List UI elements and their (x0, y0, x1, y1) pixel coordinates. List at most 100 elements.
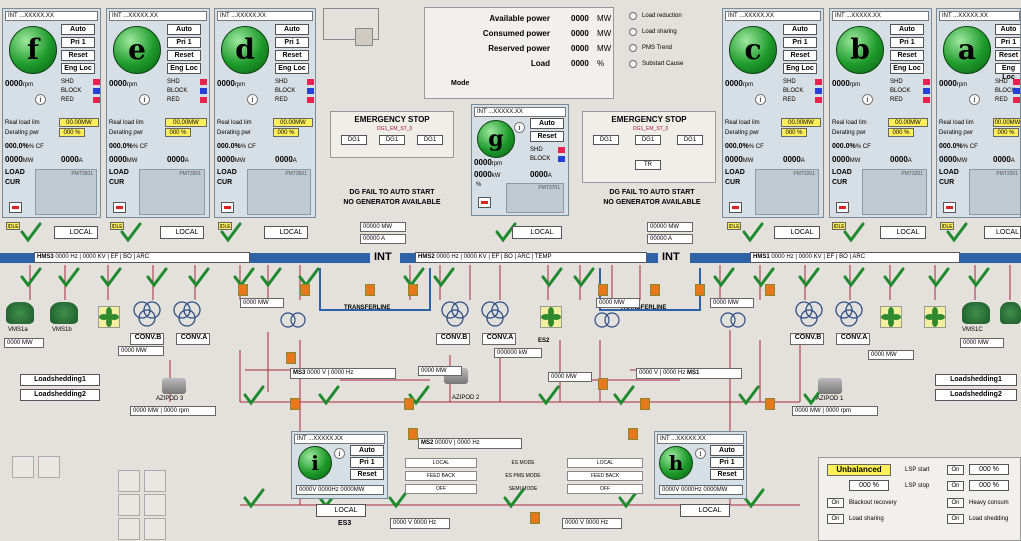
alarm-marker[interactable] (598, 378, 608, 390)
conv-a-right[interactable]: CONV.A (836, 333, 870, 345)
alarm-marker[interactable] (408, 428, 418, 440)
mode-feedback-left[interactable]: FEED BACK (405, 471, 477, 481)
generator-h-icon[interactable]: h (659, 446, 693, 480)
auto-button[interactable]: Auto (530, 118, 564, 129)
alarm-marker[interactable] (640, 398, 650, 410)
info-icon[interactable]: i (139, 94, 150, 105)
alarm-marker[interactable] (650, 284, 660, 296)
emergency-stop-dg-button[interactable]: DG1 (593, 135, 619, 145)
local-button-c[interactable]: LOCAL (774, 226, 820, 239)
fan-icon[interactable] (540, 306, 562, 328)
radio-load-sharing[interactable] (629, 28, 637, 36)
azipod-1-icon[interactable] (818, 378, 842, 394)
alarm-marker[interactable] (765, 398, 775, 410)
motor-vms1a-icon[interactable] (6, 302, 34, 324)
eng-loc-button[interactable]: Eng Loc (995, 63, 1020, 81)
eng-loc-button[interactable]: Eng Loc (890, 63, 924, 74)
trend-thumbnail[interactable]: PMT3201 (969, 169, 1020, 215)
alarm-marker[interactable] (408, 284, 418, 296)
generator-b-icon[interactable]: b (836, 26, 884, 74)
eng-loc-button[interactable]: Eng Loc (61, 63, 95, 74)
lsp-start-on-button[interactable]: On (947, 465, 964, 475)
radio-load-reduction[interactable] (629, 12, 637, 20)
auto-button[interactable]: Auto (275, 24, 309, 35)
breaker-icon[interactable] (729, 202, 742, 213)
info-icon[interactable]: i (514, 122, 525, 133)
conv-b-right[interactable]: CONV.B (790, 333, 824, 345)
blackout-on-button[interactable]: On (827, 498, 844, 508)
info-icon[interactable]: i (969, 94, 980, 105)
alarm-marker[interactable] (238, 284, 248, 296)
local-button-h[interactable]: LOCAL (680, 504, 730, 517)
mode-feedback-right[interactable]: FEED BACK (567, 471, 643, 481)
trend-thumbnail[interactable]: PMT3501 (139, 169, 205, 215)
breaker-icon[interactable] (478, 197, 491, 208)
fan-icon[interactable] (98, 306, 120, 328)
load-shedding-on-button[interactable]: On (947, 514, 964, 524)
info-icon[interactable]: i (755, 94, 766, 105)
alarm-marker[interactable] (300, 284, 310, 296)
reset-button[interactable]: Reset (167, 50, 201, 61)
reset-button[interactable]: Reset (783, 50, 817, 61)
breaker-icon[interactable] (221, 202, 234, 213)
mode-off-left[interactable]: OFF (405, 484, 477, 494)
emergency-stop-dg-button[interactable]: DG1 (379, 135, 405, 145)
motor-vms1c-icon[interactable] (962, 302, 990, 324)
info-icon[interactable]: i (334, 448, 345, 459)
generator-a-icon[interactable]: a (943, 26, 991, 74)
alarm-marker[interactable] (765, 284, 775, 296)
priority-button[interactable]: Pri 1 (890, 37, 924, 48)
lsp-stop-on-button[interactable]: On (947, 481, 964, 491)
alarm-marker[interactable] (530, 512, 540, 524)
priority-button[interactable]: Pri 1 (167, 37, 201, 48)
conv-b-mid[interactable]: CONV.B (436, 333, 470, 345)
reset-button[interactable]: Reset (710, 469, 744, 480)
emergency-stop-dg-button[interactable]: DG1 (341, 135, 367, 145)
priority-button[interactable]: Pri 1 (350, 457, 384, 468)
generator-e-icon[interactable]: e (113, 26, 161, 74)
azipod-3-icon[interactable] (162, 378, 186, 394)
generator-i-icon[interactable]: i (298, 446, 332, 480)
trend-thumbnail[interactable]: PMT3201 (755, 169, 819, 215)
info-icon[interactable]: i (247, 94, 258, 105)
local-button-g[interactable]: LOCAL (512, 226, 562, 239)
loadshedding2-left-button[interactable]: Loadshedding2 (20, 389, 100, 401)
local-button-a[interactable]: LOCAL (984, 226, 1021, 239)
auto-button[interactable]: Auto (710, 445, 744, 456)
priority-button[interactable]: Pri 1 (995, 37, 1020, 48)
alarm-marker[interactable] (286, 352, 296, 364)
alarm-marker[interactable] (598, 284, 608, 296)
auto-button[interactable]: Auto (61, 24, 95, 35)
radio-substart-cause[interactable] (629, 60, 637, 68)
breaker-icon[interactable] (9, 202, 22, 213)
fan-icon[interactable] (924, 306, 946, 328)
eng-loc-button[interactable]: Eng Loc (167, 63, 201, 74)
reset-button[interactable]: Reset (890, 50, 924, 61)
info-icon[interactable]: i (35, 94, 46, 105)
priority-button[interactable]: Pri 1 (710, 457, 744, 468)
unbalanced-percent[interactable]: 000 % (849, 480, 889, 491)
mode-local-left[interactable]: LOCAL (405, 458, 477, 468)
reset-button[interactable]: Reset (275, 50, 309, 61)
local-button-i[interactable]: LOCAL (316, 504, 366, 517)
radio-pms-trend[interactable] (629, 44, 637, 52)
generator-c-icon[interactable]: c (729, 26, 777, 74)
conv-b-left[interactable]: CONV.B (130, 333, 164, 345)
mode-off-right[interactable]: OFF (567, 484, 643, 494)
emergency-stop-dg-button[interactable]: DG1 (677, 135, 703, 145)
lsp-start-percent[interactable]: 000 % (969, 464, 1009, 475)
trend-thumbnail[interactable]: PMT3501 (35, 169, 97, 215)
lsp-stop-percent[interactable]: 000 % (969, 480, 1009, 491)
breaker-icon[interactable] (113, 202, 126, 213)
priority-button[interactable]: Pri 1 (275, 37, 309, 48)
alarm-marker[interactable] (365, 284, 375, 296)
alarm-marker[interactable] (290, 398, 300, 410)
conv-a-mid[interactable]: CONV.A (482, 333, 516, 345)
breaker-icon[interactable] (943, 202, 956, 213)
priority-button[interactable]: Pri 1 (61, 37, 95, 48)
heavy-consumer-on-button[interactable]: On (947, 498, 964, 508)
motor-vms1d-icon[interactable] (1000, 302, 1021, 324)
reset-button[interactable]: Reset (530, 131, 564, 142)
alarm-marker[interactable] (695, 284, 705, 296)
generator-d-icon[interactable]: d (221, 26, 269, 74)
